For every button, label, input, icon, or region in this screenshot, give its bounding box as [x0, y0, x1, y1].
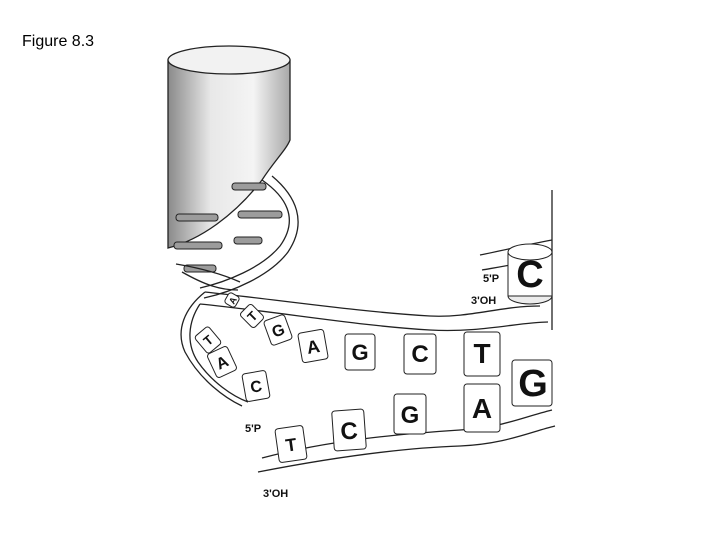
figure-label: Figure 8.3 — [22, 33, 95, 50]
label-lower-3oh: 3'OH — [263, 488, 288, 500]
svg-text:C: C — [249, 378, 264, 397]
upper-strand-bases: A T G A G C T — [224, 292, 501, 377]
base-lower-1: A — [207, 346, 237, 378]
base-upper-6: T — [463, 331, 501, 377]
svg-text:G: G — [518, 363, 548, 405]
base-upper-2: G — [263, 314, 293, 346]
label-lower-5p: 5'P — [245, 423, 261, 435]
svg-text:G: G — [351, 340, 368, 365]
free-base-g: G — [511, 359, 553, 407]
svg-text:A: A — [305, 336, 321, 358]
label-top-3oh: 3'OH — [471, 295, 496, 307]
label-top-5p: 5'P — [483, 273, 499, 285]
free-base-c: C — [507, 243, 553, 305]
helix-rungs — [173, 182, 283, 273]
base-lower-0: T — [194, 326, 222, 354]
lower-strand — [257, 409, 556, 473]
left-strand — [180, 291, 249, 407]
base-lower-2: C — [241, 370, 271, 402]
svg-text:A: A — [227, 295, 239, 306]
lower-strand-bases: T A C T C G A — [194, 326, 501, 463]
helix-backbone — [175, 175, 299, 299]
svg-text:A: A — [472, 393, 492, 424]
upper-strand — [199, 291, 549, 332]
svg-text:G: G — [270, 321, 288, 341]
base-upper-5: C — [403, 333, 437, 375]
svg-text:T: T — [473, 338, 490, 369]
protein-cylinder — [167, 45, 291, 249]
svg-text:T: T — [284, 434, 298, 455]
base-upper-1: T — [240, 304, 264, 328]
base-lower-6: A — [463, 383, 501, 433]
svg-text:C: C — [516, 254, 543, 296]
base-lower-3: T — [274, 425, 308, 463]
base-upper-0: A — [224, 292, 240, 308]
svg-text:G: G — [401, 402, 420, 429]
base-lower-5: G — [393, 393, 427, 435]
base-lower-4: C — [331, 408, 367, 452]
svg-text:C: C — [340, 417, 359, 445]
svg-text:C: C — [411, 341, 428, 368]
base-upper-3: A — [297, 328, 329, 364]
base-upper-4: G — [344, 333, 376, 371]
